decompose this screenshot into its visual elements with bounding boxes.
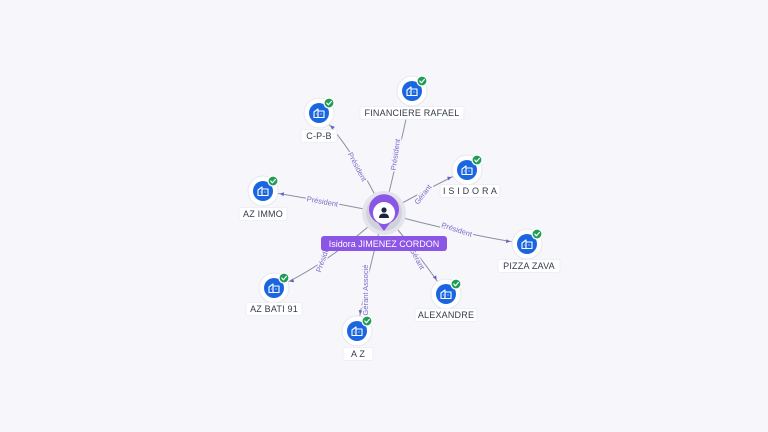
edge-arrow-az-immo (279, 192, 285, 197)
company-label-box (342, 347, 374, 361)
company-label: C-P-B (306, 131, 332, 141)
edge-arrow-isidora (446, 176, 452, 181)
edge-arrow-az-bati-91 (289, 278, 295, 283)
building-icon (440, 289, 452, 300)
company-node-isidora[interactable]: I S I D O R A (439, 154, 501, 198)
company-label: FINANCIERE RAFAEL (365, 108, 460, 118)
company-label-box (238, 207, 288, 221)
edge-label-az-immo: Président (306, 194, 340, 209)
building-icon (406, 86, 418, 97)
company-node-cpb[interactable]: C-P-B (300, 97, 338, 143)
company-label: AZ BATI 91 (250, 304, 298, 314)
company-label: PIZZA ZAVA (503, 261, 555, 271)
company-label-box (414, 308, 478, 322)
check-badge-icon (416, 75, 428, 87)
check-badge-icon (471, 154, 483, 166)
company-label-box (439, 184, 501, 198)
building-icon (351, 326, 363, 337)
company-label: AZ IMMO (243, 209, 283, 219)
edge-label-az: Gérant Associé (361, 265, 370, 316)
edge-arrow-az (358, 309, 363, 315)
company-label-box (245, 302, 303, 316)
company-label-box (359, 106, 465, 120)
person-icon (379, 207, 389, 218)
company-label-box (300, 129, 338, 143)
building-icon (268, 283, 280, 294)
person-node[interactable]: Isidora JIMENEZ CORDON (321, 191, 447, 251)
person-pin-dot (373, 202, 395, 224)
company-label: I S I D O R A (443, 186, 497, 196)
company-nodes-layer: C-P-B FINANCIERE RAFAEL I S I D O R A PIZZA… (238, 75, 561, 361)
check-badge-icon (531, 228, 543, 240)
check-badge-icon (323, 97, 335, 109)
building-icon (461, 165, 473, 176)
company-label-box (497, 259, 561, 273)
check-badge-icon (278, 272, 290, 284)
company-label: A Z (351, 349, 365, 359)
edge-label-isidora: Gérant (412, 182, 434, 206)
edge-label-pizza-zava: Président (440, 220, 474, 239)
person-name: Isidora JIMENEZ CORDON (329, 239, 440, 249)
edge-label-cpb: Président (346, 151, 369, 184)
company-node-az-immo[interactable]: AZ IMMO (238, 175, 288, 221)
company-node-financiere-rafael[interactable]: FINANCIERE RAFAEL (359, 75, 465, 120)
check-badge-icon (450, 278, 462, 290)
edge-arrow-pizza-zava (505, 239, 511, 244)
edge-arrow-cpb (330, 125, 335, 130)
company-node-pizza-zava[interactable]: PIZZA ZAVA (497, 228, 561, 273)
company-node-az-bati-91[interactable]: AZ BATI 91 (245, 272, 303, 316)
building-icon (257, 186, 269, 197)
check-badge-icon (361, 315, 373, 327)
building-icon (313, 108, 325, 119)
company-label: ALEXANDRE (418, 310, 474, 320)
edge-label-financiere-rafael: Président (389, 137, 402, 171)
company-node-az[interactable]: A Z (341, 315, 374, 361)
company-node-alexandre[interactable]: ALEXANDRE (414, 278, 478, 322)
building-icon (521, 239, 533, 250)
edge-arrow-alexandre (432, 275, 437, 280)
person-label-box (321, 236, 447, 251)
check-badge-icon (267, 175, 279, 187)
